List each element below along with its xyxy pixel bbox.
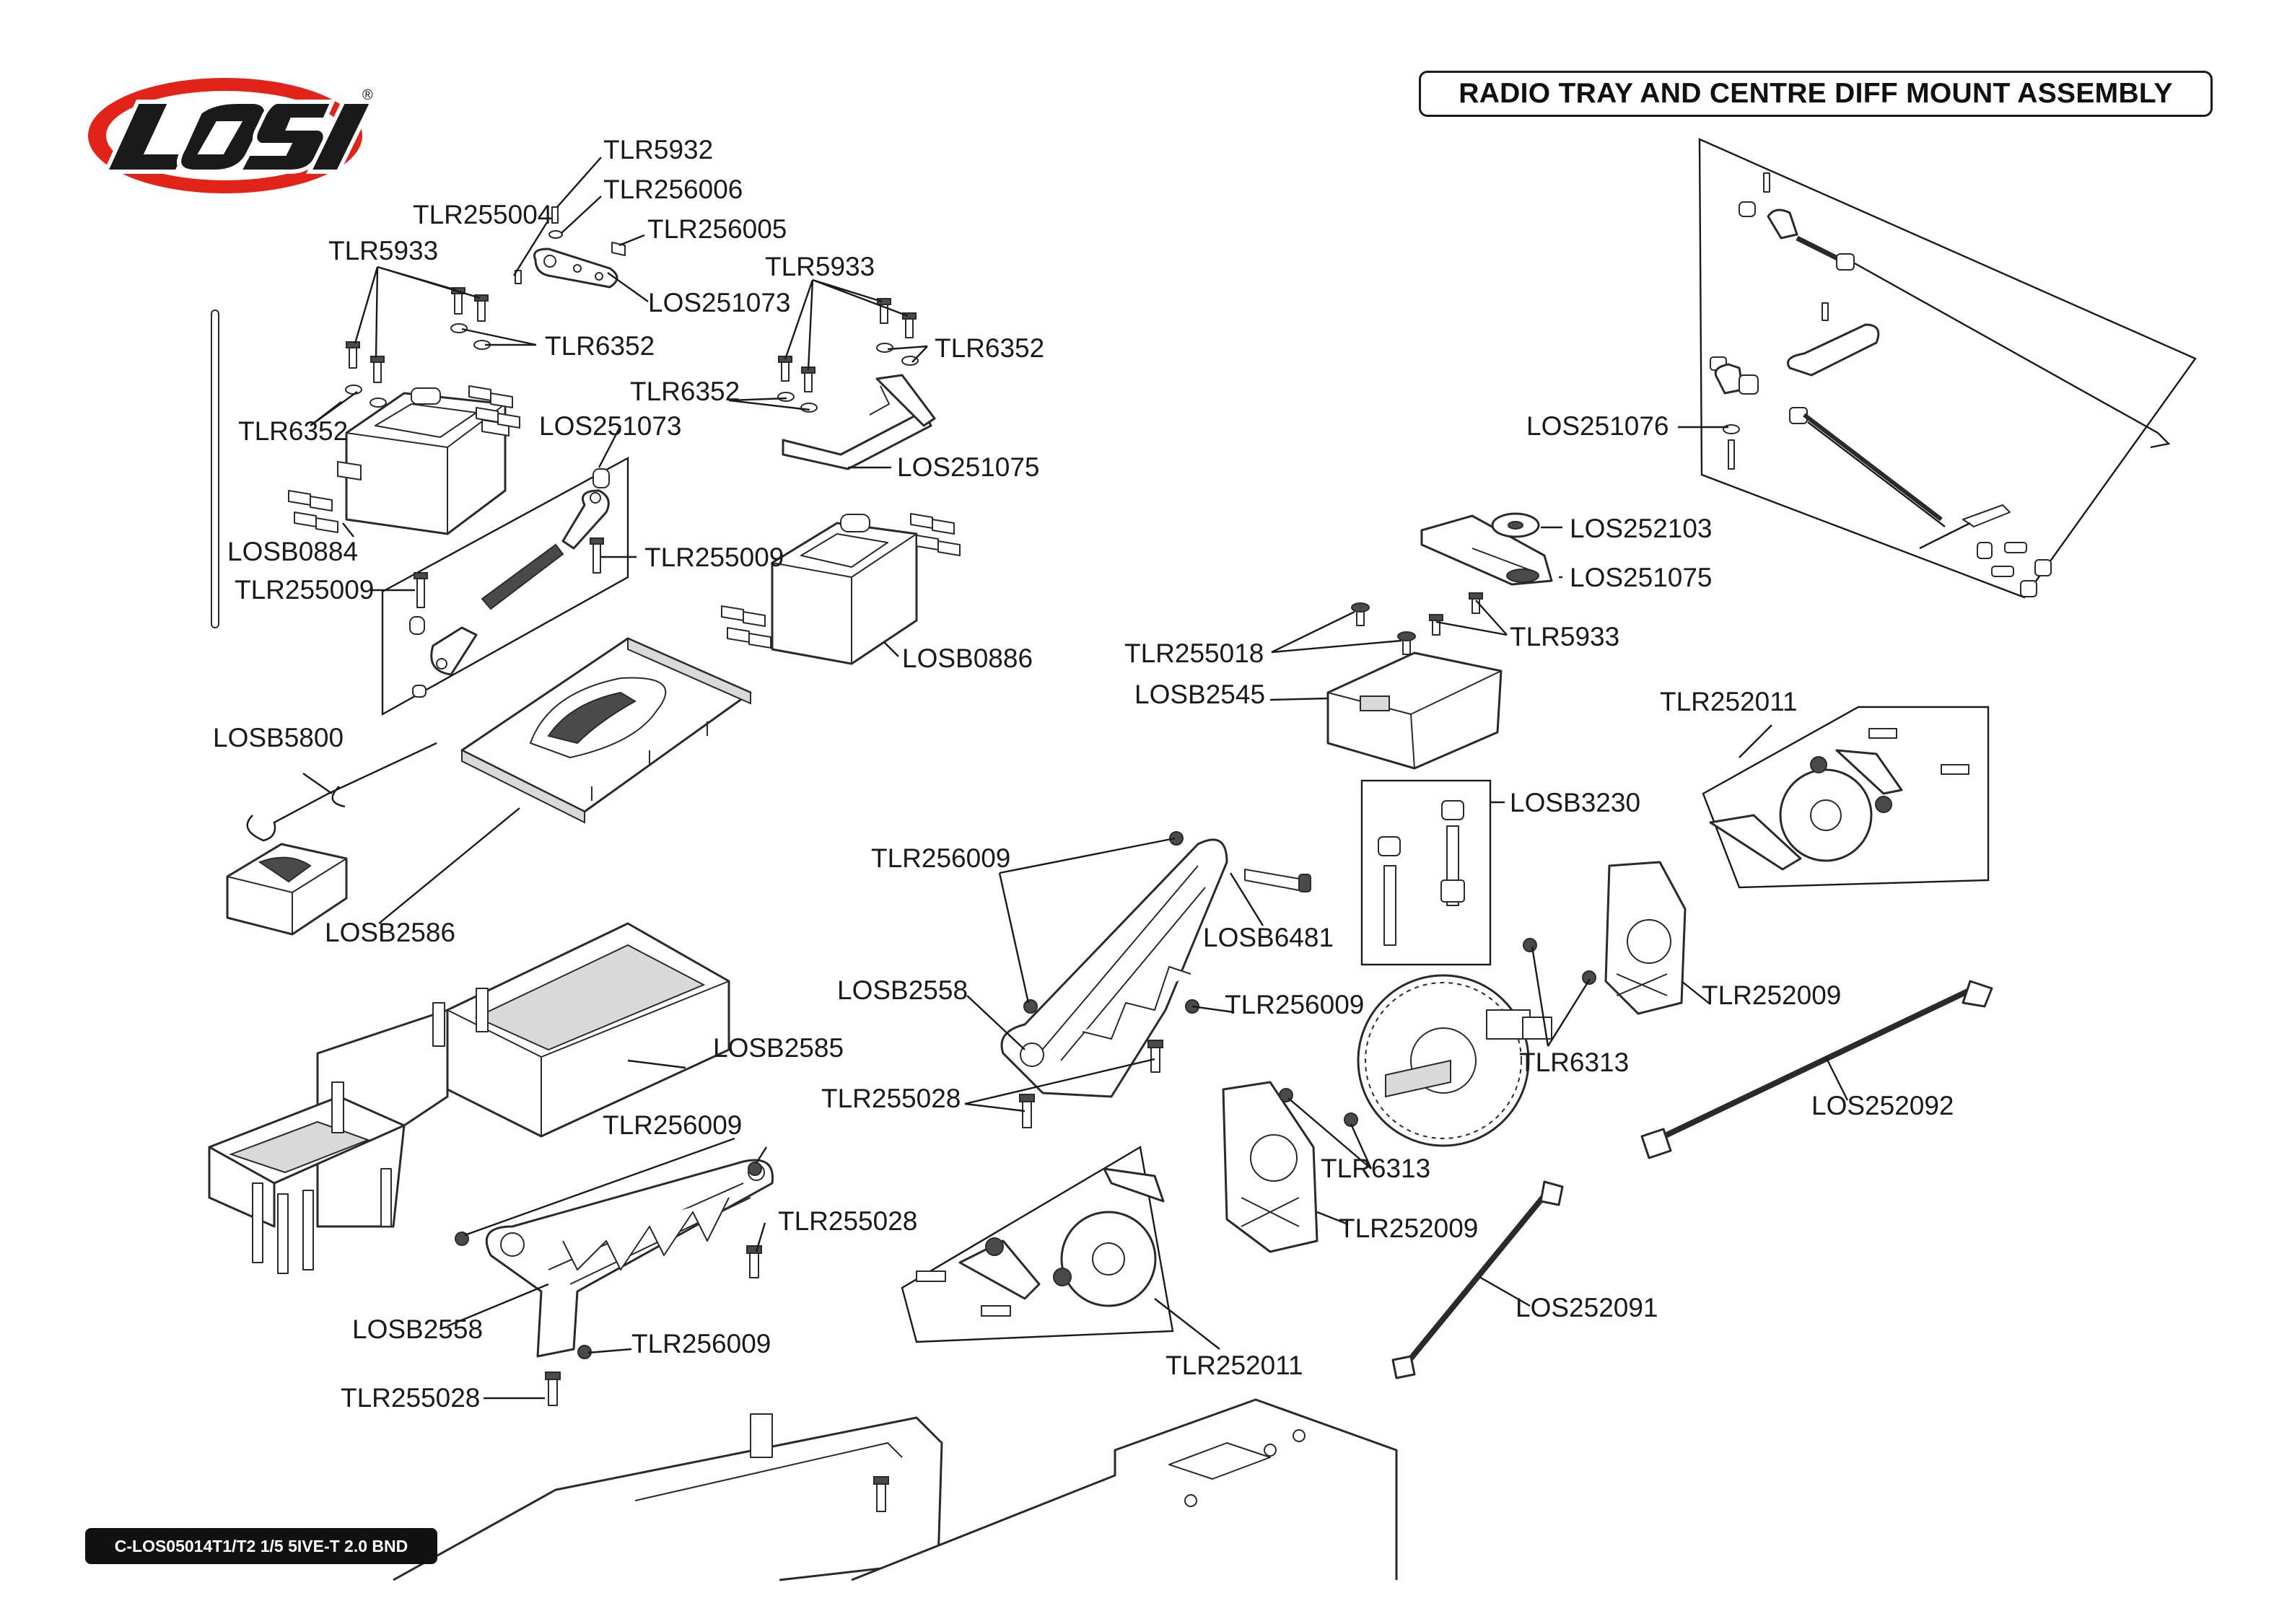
label-tlr255028-c: TLR255028 <box>341 1383 480 1413</box>
label-losb2585: LOSB2585 <box>713 1033 844 1063</box>
footer-badge: C-LOS05014T1/T2 1/5 5IVE-T 2.0 BND <box>85 1528 437 1564</box>
label-tlr252009-right: TLR252009 <box>1702 980 1841 1010</box>
label-tlr256006: TLR256006 <box>603 175 743 204</box>
label-tlr252011-lower: TLR252011 <box>1166 1351 1303 1380</box>
logo-registered-mark: ® <box>362 87 373 103</box>
label-losb3230: LOSB3230 <box>1510 788 1640 817</box>
centre-diff-spur-gear <box>1357 974 1552 1147</box>
label-tlr5932: TLR5932 <box>603 135 713 164</box>
servo-saver-plate <box>1420 512 1553 586</box>
part-labels: TLR5932 TLR256006 TLR255004 TLR256005 TL… <box>213 135 1954 1413</box>
leader-lines <box>302 157 1849 1400</box>
label-tlr255009-left: TLR255009 <box>235 575 374 605</box>
label-tlr256005: TLR256005 <box>647 214 787 244</box>
label-los252103: LOS252103 <box>1570 514 1713 543</box>
label-los251073-top: LOS251073 <box>648 288 791 317</box>
radio-tray-lid <box>460 637 752 824</box>
label-tlr252011-upper: TLR252011 <box>1660 687 1798 716</box>
servo-grommets-left <box>288 385 520 533</box>
label-losb5800: LOSB5800 <box>213 723 344 752</box>
logo-lettering-graphic <box>102 100 376 174</box>
label-tlr6352-a: TLR6352 <box>545 331 655 361</box>
label-tlr5933-left: TLR5933 <box>328 236 438 265</box>
servo-losb0884 <box>337 387 510 535</box>
servo-losb0886 <box>721 513 961 665</box>
label-los252091: LOS252091 <box>1516 1293 1658 1322</box>
label-los251075-top: LOS251075 <box>897 452 1040 482</box>
servo-horn-top <box>515 206 626 289</box>
driveshaft-los252091 <box>1391 1180 1564 1379</box>
losi-logo: ® <box>88 78 376 193</box>
label-tlr6352-d: TLR6352 <box>238 416 348 446</box>
brace-losb2558-upper <box>1000 831 1311 1128</box>
label-tlr5933-mid: TLR5933 <box>765 252 875 281</box>
brake-box-lower <box>901 1146 1174 1343</box>
diff-carrier-right <box>1523 861 1687 1015</box>
label-tlr6313-a: TLR6313 <box>1519 1048 1629 1077</box>
label-tlr6352-b: TLR6352 <box>935 333 1044 363</box>
label-tlr252009-left: TLR252009 <box>1339 1213 1478 1243</box>
label-tlr255009-right: TLR255009 <box>644 543 784 572</box>
page-title: RADIO TRAY AND CENTRE DIFF MOUNT ASSEMBL… <box>1459 78 2173 109</box>
label-los252092: LOS252092 <box>1811 1091 1954 1120</box>
label-losb2545: LOSB2545 <box>1134 680 1265 709</box>
screws-tlr5933-left <box>345 287 491 408</box>
label-los251073-mid: LOS251073 <box>539 411 682 441</box>
label-tlr256009-b: TLR256009 <box>1225 990 1364 1019</box>
body-clip-losb5800 <box>246 742 437 842</box>
linkage-detail-box <box>381 456 629 716</box>
label-tlr255018: TLR255018 <box>1124 638 1264 668</box>
antenna-tube <box>211 310 219 628</box>
servo-bracket-los251075 <box>777 298 936 470</box>
brake-box-upper <box>1702 706 1990 889</box>
footer-model-code: C-LOS05014T1/T2 1/5 5IVE-T 2.0 BND <box>114 1536 408 1555</box>
label-los251076: LOS251076 <box>1526 411 1669 441</box>
label-tlr5933-right: TLR5933 <box>1510 622 1619 651</box>
label-tlr256009-a: TLR256009 <box>871 843 1010 873</box>
brace-losb2558-lower <box>455 1159 774 1406</box>
label-losb2558-upper: LOSB2558 <box>837 975 968 1005</box>
label-losb2558-lower: LOSB2558 <box>352 1314 483 1344</box>
label-losb2586: LOSB2586 <box>325 918 455 947</box>
receiver-box-losb2586 <box>226 843 348 936</box>
diff-carrier-left <box>1222 1081 1358 1253</box>
diff-mount-top-losb2545 <box>1326 592 1503 770</box>
label-losb0886: LOSB0886 <box>902 644 1033 673</box>
label-los251075-right: LOS251075 <box>1570 563 1713 592</box>
label-tlr256009-c: TLR256009 <box>603 1110 742 1140</box>
title-box: RADIO TRAY AND CENTRE DIFF MOUNT ASSEMBL… <box>1419 71 2213 117</box>
throttle-linkage-box <box>1698 138 2197 599</box>
label-tlr6352-c: TLR6352 <box>630 377 740 406</box>
label-tlr256009-d: TLR256009 <box>631 1329 771 1359</box>
label-tlr6313-b: TLR6313 <box>1321 1154 1430 1183</box>
chassis-plate <box>393 1398 1398 1581</box>
label-losb6481: LOSB6481 <box>1203 923 1334 952</box>
label-losb0884: LOSB0884 <box>227 537 358 566</box>
label-tlr255028-b: TLR255028 <box>778 1206 917 1236</box>
label-tlr255004: TLR255004 <box>413 200 552 229</box>
diff-mount-box-losb3230 <box>1360 779 1492 966</box>
label-tlr255028-a: TLR255028 <box>821 1084 961 1113</box>
driveshaft-los252092 <box>1640 980 1993 1159</box>
radio-tray-losb2585 <box>208 922 730 1274</box>
